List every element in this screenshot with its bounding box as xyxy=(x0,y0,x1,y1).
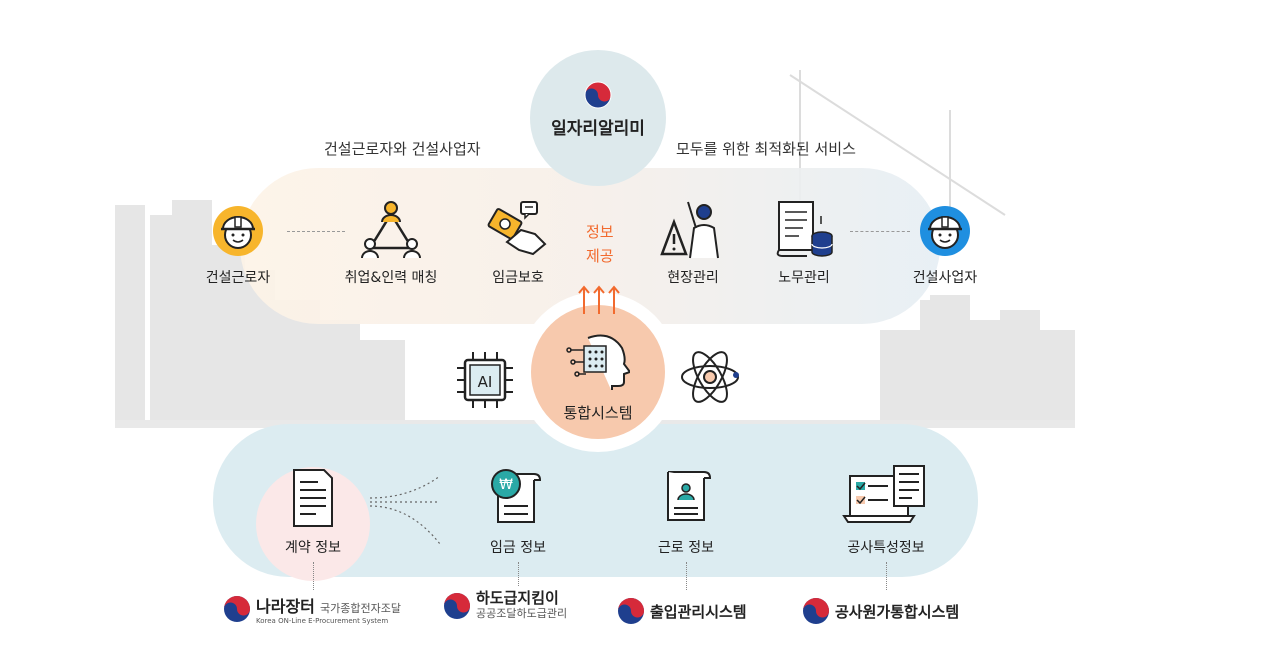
nara-en: Korea ON-Line E-Procurement System xyxy=(256,617,389,625)
gov-emblem-icon xyxy=(224,596,250,622)
info-provision-line1: 정보 xyxy=(586,223,614,241)
ai-chip-text: AI xyxy=(478,373,493,391)
korea-gov-logo-icon xyxy=(584,81,612,109)
connector-worker-matching xyxy=(287,231,345,232)
site-management-icon xyxy=(660,201,719,259)
nara-sub: 국가종합전자조달 xyxy=(319,602,401,615)
svg-text:₩: ₩ xyxy=(499,477,513,493)
connector-work-access xyxy=(686,562,687,590)
construction-worker-icon xyxy=(213,206,263,256)
label-contract: 계약 정보 xyxy=(285,540,341,556)
upward-arrows-icon xyxy=(578,285,620,314)
label-worker: 건설근로자 xyxy=(205,270,271,286)
connector-construction-cost xyxy=(886,562,887,590)
label-labor: 노무관리 xyxy=(778,270,830,286)
connector-contract-nara xyxy=(313,562,314,590)
work-document-icon xyxy=(667,471,712,521)
labor-management-icon xyxy=(776,201,833,257)
label-site: 현장관리 xyxy=(667,270,719,286)
ai-head-icon xyxy=(566,334,630,390)
hado-sub: 공공조달하도급관리 xyxy=(476,607,568,620)
info-provision-line2: 제공 xyxy=(586,247,614,265)
connector-labor-company xyxy=(850,231,910,232)
construction-info-laptop-icon xyxy=(842,465,925,523)
gov-emblem-icon xyxy=(803,598,829,624)
connector-wage-hado xyxy=(518,562,519,586)
label-construction: 공사특성정보 xyxy=(847,540,925,556)
partner-access: 출입관리시스템 xyxy=(616,596,747,626)
system-title: 통합시스템 xyxy=(563,404,633,422)
gov-emblem-icon xyxy=(618,598,644,624)
ai-chip-icon: AI xyxy=(457,352,513,408)
matching-network-icon xyxy=(361,201,421,259)
label-wage-info: 임금 정보 xyxy=(490,540,546,556)
info-provision-label: 정보 제공 xyxy=(586,220,614,268)
label-company: 건설사업자 xyxy=(912,270,978,286)
cost-title: 공사원가통합시스템 xyxy=(835,602,960,621)
fan-connector xyxy=(369,475,441,545)
logo-title: 일자리알리미 xyxy=(551,119,645,139)
partner-hado: 하도급지킴이 공공조달하도급관리 xyxy=(442,591,567,621)
hado-title: 하도급지킴이 xyxy=(476,589,559,607)
access-title: 출입관리시스템 xyxy=(650,602,747,621)
partner-cost: 공사원가통합시스템 xyxy=(801,596,959,626)
nara-title: 나라장터 xyxy=(256,597,315,616)
label-work-info: 근로 정보 xyxy=(658,540,714,556)
wage-protection-icon xyxy=(487,201,547,256)
label-wage: 임금보호 xyxy=(492,270,544,286)
headline-left: 건설근로자와 건설사업자 xyxy=(324,140,481,158)
gov-emblem-icon xyxy=(444,593,470,619)
atom-icon xyxy=(681,351,739,403)
headline-right: 모두를 위한 최적화된 서비스 xyxy=(676,140,856,158)
partner-nara: 나라장터 국가종합전자조달 Korea ON-Line E-Procuremen… xyxy=(222,593,401,625)
wage-document-icon: ₩ xyxy=(491,469,542,523)
contract-document-icon xyxy=(293,469,333,527)
construction-company-icon xyxy=(920,206,970,256)
label-matching: 취업&인력 매칭 xyxy=(344,270,438,286)
